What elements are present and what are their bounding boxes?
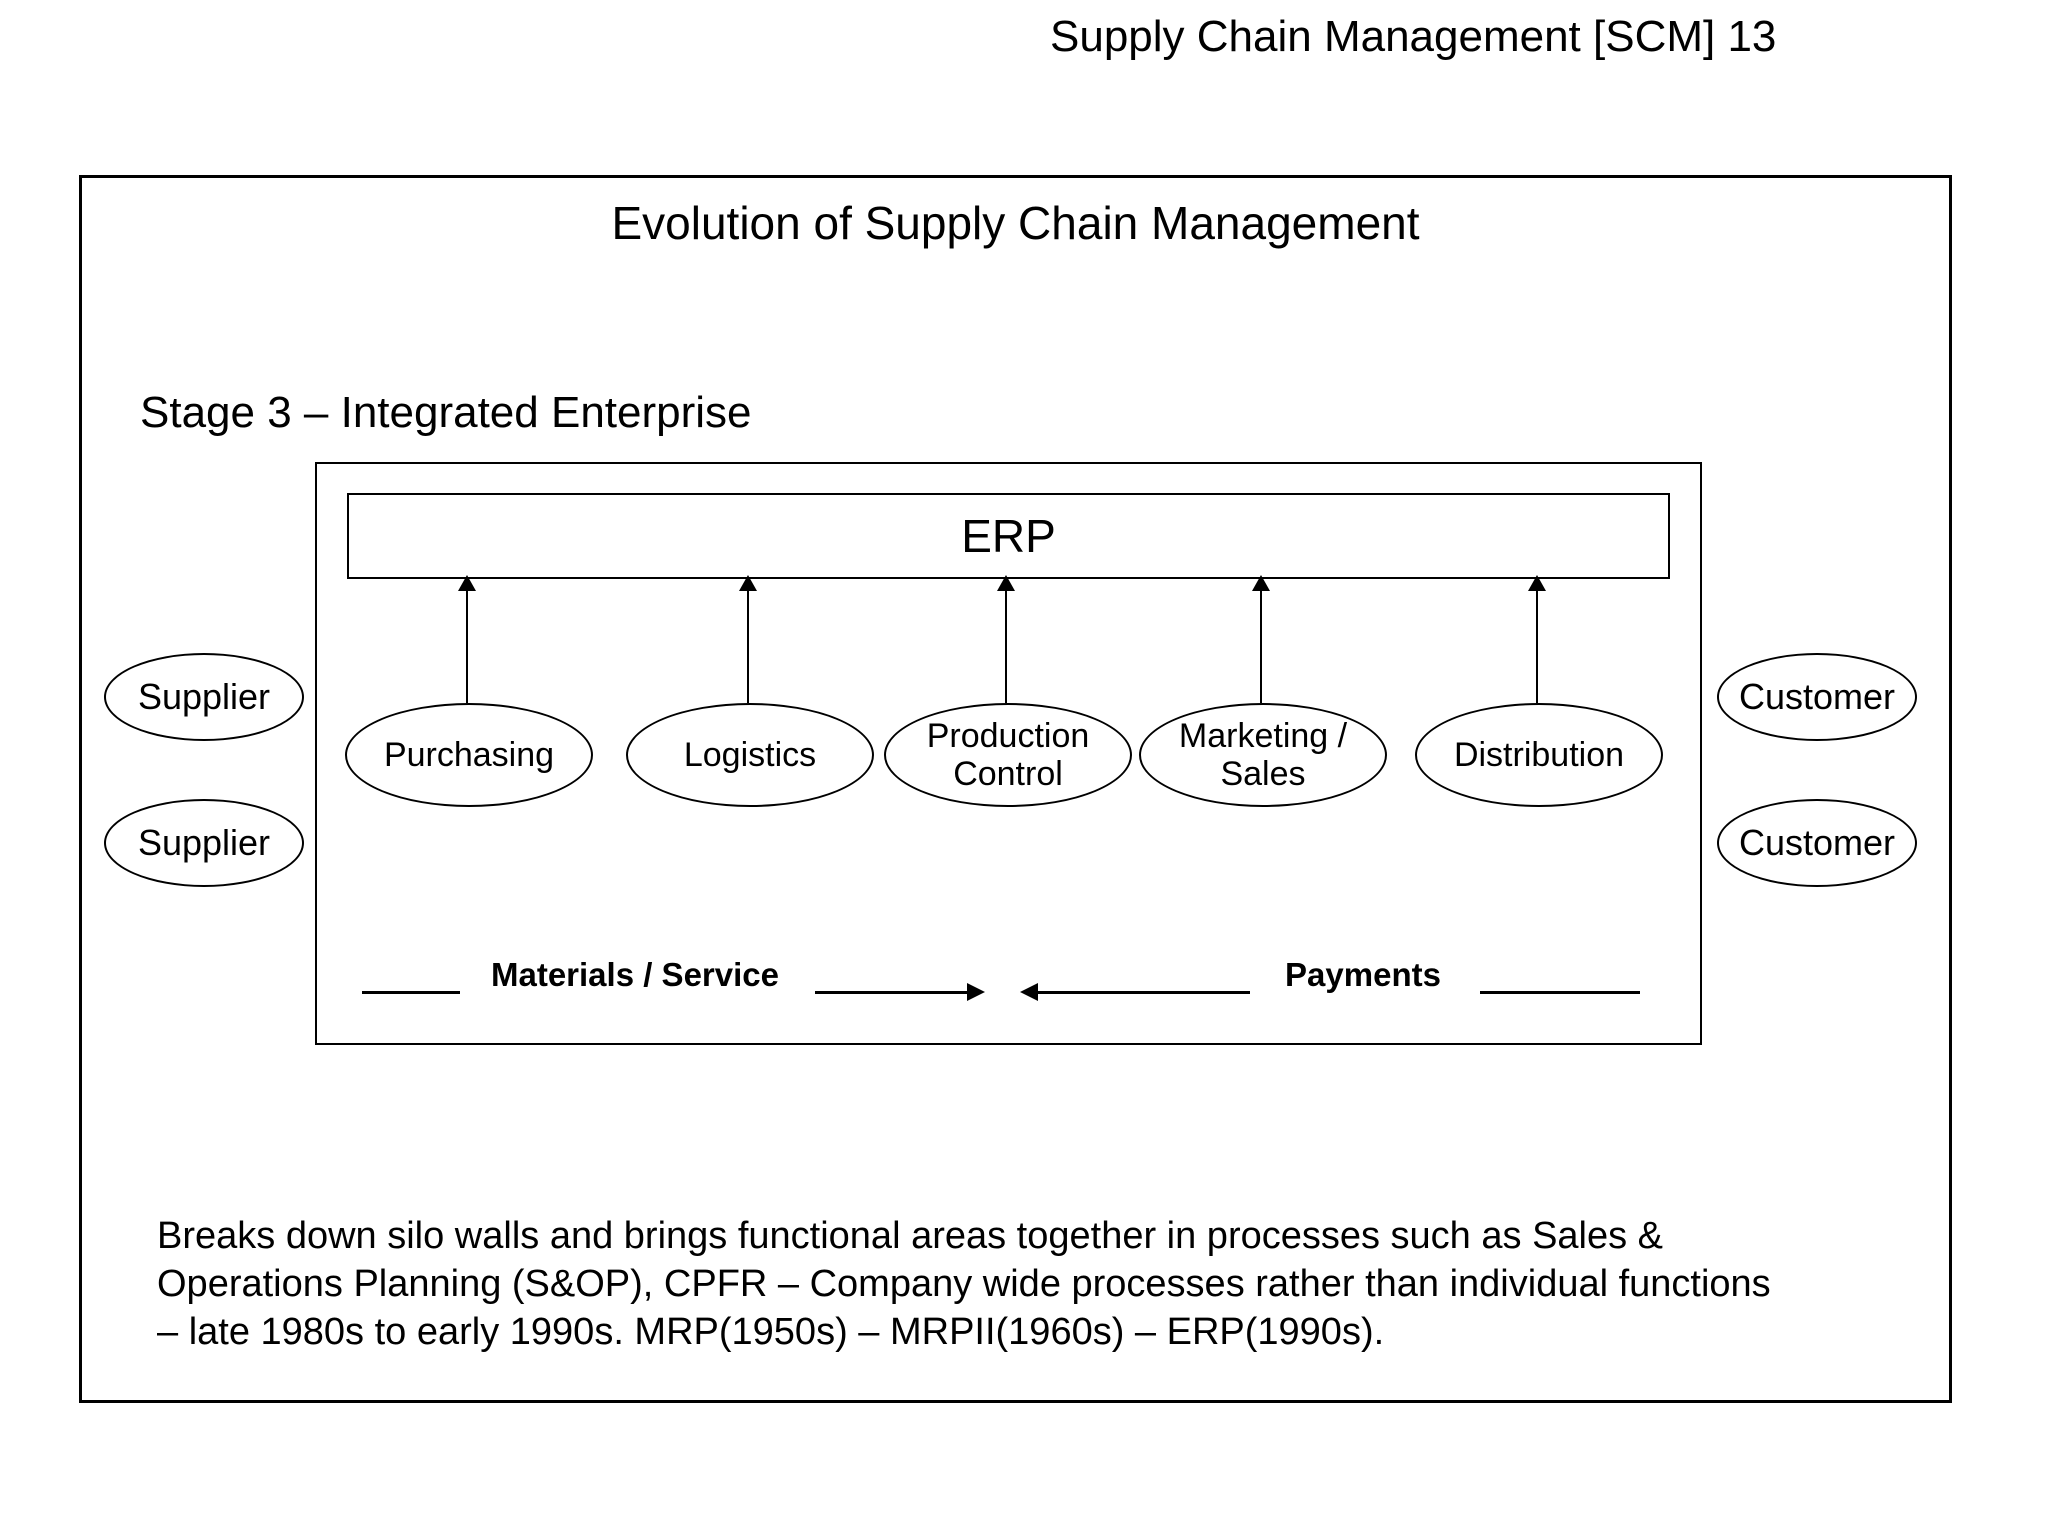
payments-flow-label: Payments [1285,956,1441,993]
production-to-erp-arrowhead [997,575,1015,591]
erp-box: ERP [347,493,1670,579]
purchasing-to-erp-arrow [466,591,468,703]
slide-title: Evolution of Supply Chain Management [611,197,1420,249]
node-customer-2-label: Customer [1738,821,1896,863]
node-customer-2: Customer [1717,799,1917,887]
node-logistics: Logistics [626,703,874,807]
enterprise-boundary-box [315,462,1702,1045]
node-purchasing-label: Purchasing [383,735,555,774]
erp-label: ERP [961,510,1056,562]
logistics-to-erp-arrowhead [739,575,757,591]
node-production-control-label-line2: Control [953,755,1063,793]
node-marketing-sales-label-line1: Marketing / [1178,716,1348,755]
purchasing-to-erp-arrowhead [458,575,476,591]
node-customer-1: Customer [1717,653,1917,741]
node-marketing-sales-label-line2: Sales [1220,755,1306,793]
node-distribution-label: Distribution [1453,735,1625,774]
node-distribution: Distribution [1415,703,1663,807]
payments-flow-trailing-line [1480,991,1640,994]
node-logistics-label: Logistics [683,735,817,774]
node-supplier-1: Supplier [104,653,304,741]
description-paragraph: Breaks down silo walls and brings functi… [157,1212,1937,1356]
page-header-title: Supply Chain Management [SCM] 13 [1050,12,1777,61]
materials-flow-label: Materials / Service [490,956,779,993]
slide-outer-border [79,175,1952,1403]
payments-flow-arrowhead [1020,983,1038,1001]
description-line-1: Breaks down silo walls and brings functi… [157,1215,1664,1257]
distribution-to-erp-arrowhead [1528,575,1546,591]
materials-flow-arrowhead [967,983,985,1001]
description-line-3: – late 1980s to early 1990s. MRP(1950s) … [157,1311,1385,1353]
node-marketing-sales: Marketing / Sales [1139,703,1387,807]
stage-heading: Stage 3 – Integrated Enterprise [140,388,752,437]
node-purchasing: Purchasing [345,703,593,807]
marketing-to-erp-arrowhead [1252,575,1270,591]
node-production-control: Production Control [884,703,1132,807]
node-customer-1-label: Customer [1738,675,1896,717]
node-supplier-1-label: Supplier [137,675,271,717]
production-to-erp-arrow [1005,591,1007,703]
node-supplier-2-label: Supplier [137,821,271,863]
logistics-to-erp-arrow [747,591,749,703]
materials-flow-leading-line [362,991,460,994]
node-production-control-label-line1: Production [926,716,1090,755]
description-line-2: Operations Planning (S&OP), CPFR – Compa… [157,1263,1771,1305]
node-supplier-2: Supplier [104,799,304,887]
distribution-to-erp-arrow [1536,591,1538,703]
payments-flow-arrow-line [1038,991,1250,994]
materials-flow-arrow-line [815,991,967,994]
marketing-to-erp-arrow [1260,591,1262,703]
